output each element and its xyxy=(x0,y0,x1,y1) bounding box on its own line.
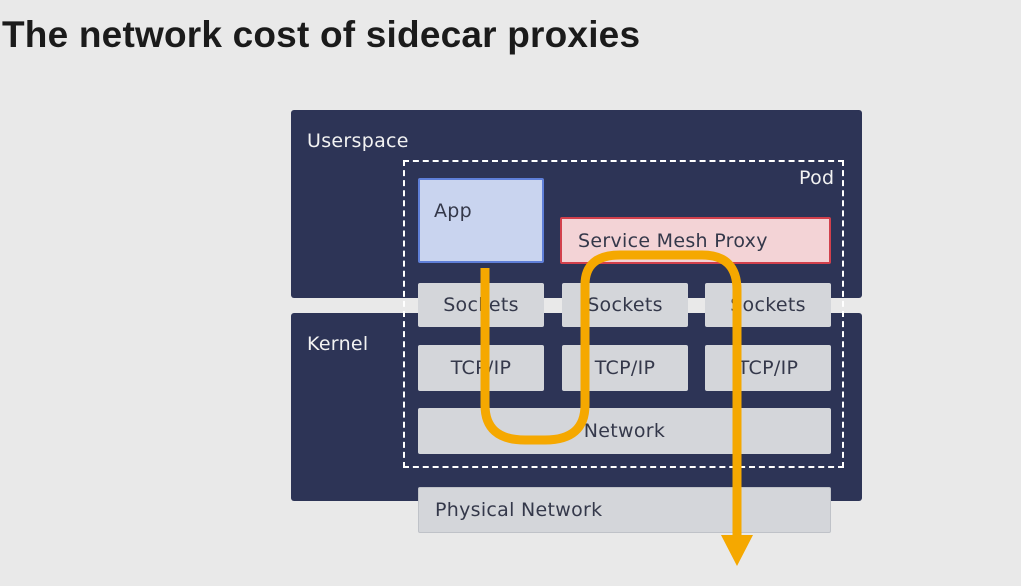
pod-label: Pod xyxy=(799,167,835,189)
packet-path-arrowhead-icon xyxy=(721,535,753,566)
tcpip-label: TCP/IP xyxy=(594,357,656,379)
network-label: Network xyxy=(583,420,666,442)
service-mesh-proxy-box: Service Mesh Proxy xyxy=(560,217,831,264)
app-label: App xyxy=(434,200,473,222)
service-mesh-proxy-label: Service Mesh Proxy xyxy=(578,229,768,252)
sockets-label: Sockets xyxy=(730,294,806,316)
tcpip-box-proxy: TCP/IP xyxy=(562,345,688,391)
network-box: Network xyxy=(418,408,831,454)
sockets-box-app: Sockets xyxy=(418,283,544,327)
physical-network-label: Physical Network xyxy=(435,499,603,521)
kernel-label: Kernel xyxy=(307,333,369,355)
sockets-box-proxy: Sockets xyxy=(562,283,688,327)
tcpip-label: TCP/IP xyxy=(737,357,799,379)
tcpip-label: TCP/IP xyxy=(450,357,512,379)
app-box: App xyxy=(418,178,544,263)
tcpip-box-app: TCP/IP xyxy=(418,345,544,391)
sockets-label: Sockets xyxy=(443,294,519,316)
sockets-box-outbound: Sockets xyxy=(705,283,831,327)
tcpip-box-outbound: TCP/IP xyxy=(705,345,831,391)
physical-network-box: Physical Network xyxy=(418,487,831,533)
sockets-label: Sockets xyxy=(587,294,663,316)
slide-title: The network cost of sidecar proxies xyxy=(2,14,641,55)
userspace-label: Userspace xyxy=(307,130,409,152)
